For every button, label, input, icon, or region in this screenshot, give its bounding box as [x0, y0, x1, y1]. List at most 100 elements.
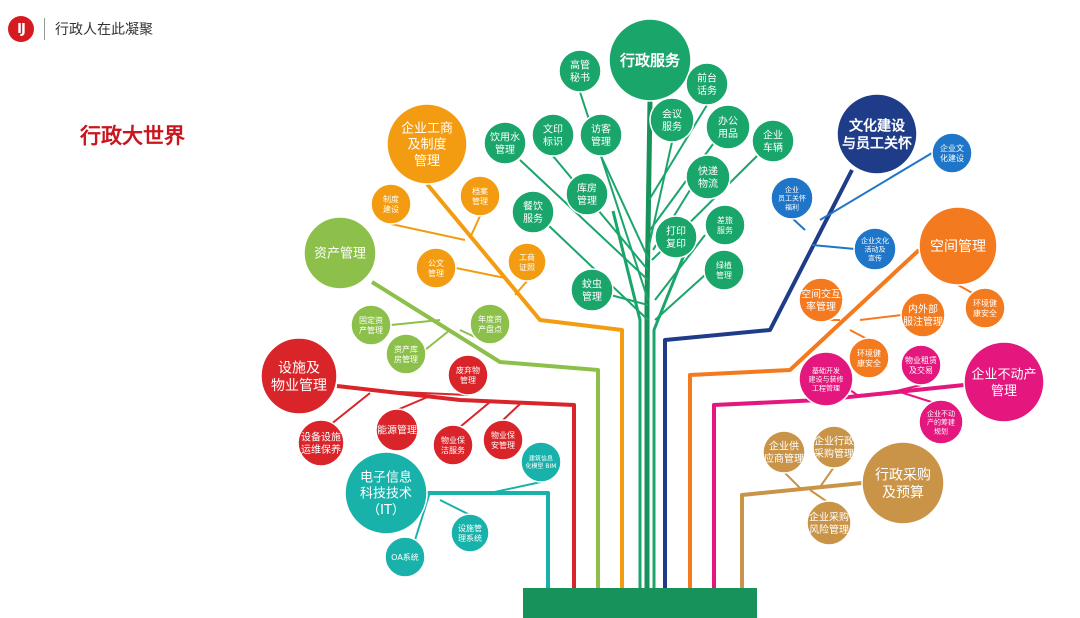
leaf-node-label: 企业行政采购管理 — [814, 434, 854, 460]
branch-line — [390, 319, 441, 326]
leaf-node-label: 内外部服注管理 — [903, 302, 943, 328]
leaf-node-circle — [384, 536, 426, 578]
leaf-node-label: 公文管理 — [428, 258, 444, 278]
leaf-node-label: 物业租赁及交易 — [905, 355, 937, 375]
leaf-node-circle — [931, 132, 973, 174]
leaf-node-circle — [900, 344, 942, 386]
leaf-node-circle — [853, 227, 897, 271]
leaf-node-circle — [848, 337, 890, 379]
group-procurement-circle — [861, 441, 945, 525]
leaf-node-label: 办公用品 — [718, 114, 738, 140]
leaf-node-label: 环境健康安全 — [857, 348, 881, 368]
leaf-node-circle — [297, 419, 345, 467]
group-realestate-label: 企业不动产管理 — [971, 367, 1036, 399]
header-divider — [44, 18, 45, 40]
leaf-node-label: 快递物流 — [698, 164, 718, 190]
branch-line — [647, 141, 673, 251]
leaf-node-label: 年度资产盘点 — [478, 314, 502, 334]
leaf-node-label: 绿植管理 — [716, 260, 732, 280]
leaf-node-circle — [798, 351, 854, 407]
leaf-node-label: 企业文化活动及宣传 — [861, 236, 889, 262]
branch-line — [644, 100, 653, 588]
branch-line — [879, 384, 922, 396]
branch-line — [439, 499, 471, 516]
leaf-node-label: 档案管理 — [472, 186, 488, 206]
leaf-node-circle — [507, 242, 547, 282]
leaf-node-label: 企业采购风险管理 — [809, 510, 849, 536]
leaf-node-circle — [703, 249, 745, 291]
branch-line — [427, 491, 550, 590]
leaf-node-label: 文印标识 — [543, 122, 563, 148]
tree-nodes: 行政服务企业工商及制度管理资产管理设施及物业管理电子信息科技技术（IT）文化建设… — [260, 18, 1045, 578]
leaf-node-circle — [482, 419, 524, 461]
leaf-node-circle — [370, 183, 412, 225]
leaf-node-label: 制度建设 — [383, 194, 399, 214]
leaf-node-circle — [685, 62, 729, 106]
leaf-node-circle — [375, 408, 419, 452]
branch-line — [414, 491, 431, 541]
leaf-node-circle — [900, 292, 946, 338]
branch-line — [819, 152, 933, 221]
group-assets-circle — [303, 216, 377, 290]
branch-line — [783, 471, 801, 489]
group-facilities-label: 设施及物业管理 — [271, 360, 327, 394]
leaf-node-label: 打印复印 — [666, 224, 686, 250]
leaf-node-label: 能源管理 — [377, 424, 417, 437]
header: IJ 行政人在此凝聚 — [8, 14, 153, 44]
leaf-node-circle — [806, 500, 852, 546]
leaf-node-circle — [798, 277, 844, 323]
leaf-node-circle — [385, 333, 427, 375]
leaf-node-label: 访客管理 — [591, 122, 611, 148]
leaf-node-label: 设施管理系统 — [458, 523, 482, 543]
leaf-node-label: 资产库房管理 — [394, 344, 418, 364]
leaf-node-circle — [654, 215, 698, 259]
leaf-node-label: OA系统 — [391, 552, 419, 562]
leaf-node-label: 物业保安管理 — [491, 430, 515, 450]
leaf-node-label: 设备设施运维保养 — [301, 430, 341, 456]
branch-line — [399, 391, 469, 396]
branch-line — [611, 210, 642, 590]
leaf-node-circle — [751, 119, 795, 163]
leaf-node-label: 企业供应商管理 — [764, 439, 804, 465]
leaf-node-circle — [770, 176, 814, 220]
branch-line — [514, 280, 528, 296]
leaf-node-label: 蚊虫管理 — [582, 277, 602, 303]
branch-line — [849, 389, 861, 398]
branch-line — [819, 466, 835, 488]
leaf-node-circle — [520, 441, 562, 483]
group-space-circle — [918, 206, 998, 286]
branch-line — [336, 384, 576, 590]
group-admin-service-circle — [608, 18, 692, 102]
branch-line — [519, 159, 649, 281]
leaf-node-label: 环境健康安全 — [973, 298, 997, 318]
branch-line — [648, 104, 708, 201]
branch-line — [654, 234, 706, 301]
branch-line — [489, 481, 542, 494]
group-enterprise-label: 企业工商及制度管理 — [401, 120, 453, 169]
leaf-node-label: 企业员工关怀福利 — [778, 185, 806, 212]
leaf-node-circle — [705, 104, 751, 150]
branch-line — [396, 395, 431, 411]
leaf-node-label: 物业保洁服务 — [441, 435, 465, 455]
leaf-node-circle — [432, 424, 474, 466]
leaf-node-circle — [450, 513, 490, 553]
leaf-node-circle — [579, 113, 623, 157]
leaf-node-label: 饮用水管理 — [490, 130, 520, 156]
branch-line — [663, 169, 854, 590]
group-realestate-circle — [963, 341, 1045, 423]
leaf-node-label: 企业不动产的筹建规划 — [927, 409, 955, 436]
group-assets-label: 资产管理 — [314, 247, 366, 262]
group-facilities-circle — [260, 337, 338, 415]
branch-line — [424, 329, 451, 351]
leaf-node-circle — [447, 354, 489, 396]
leaf-node-circle — [812, 425, 856, 469]
leaf-node-circle — [570, 268, 614, 312]
leaf-node-label: 企业文化建设 — [940, 143, 964, 163]
branch-line — [425, 182, 624, 590]
leaf-node-label: 餐饮服务 — [523, 199, 543, 225]
group-culture-circle — [836, 93, 918, 175]
branch-line — [455, 267, 506, 279]
leaf-node-circle — [918, 399, 964, 445]
leaf-node-label: 废弃物管理 — [456, 365, 480, 385]
